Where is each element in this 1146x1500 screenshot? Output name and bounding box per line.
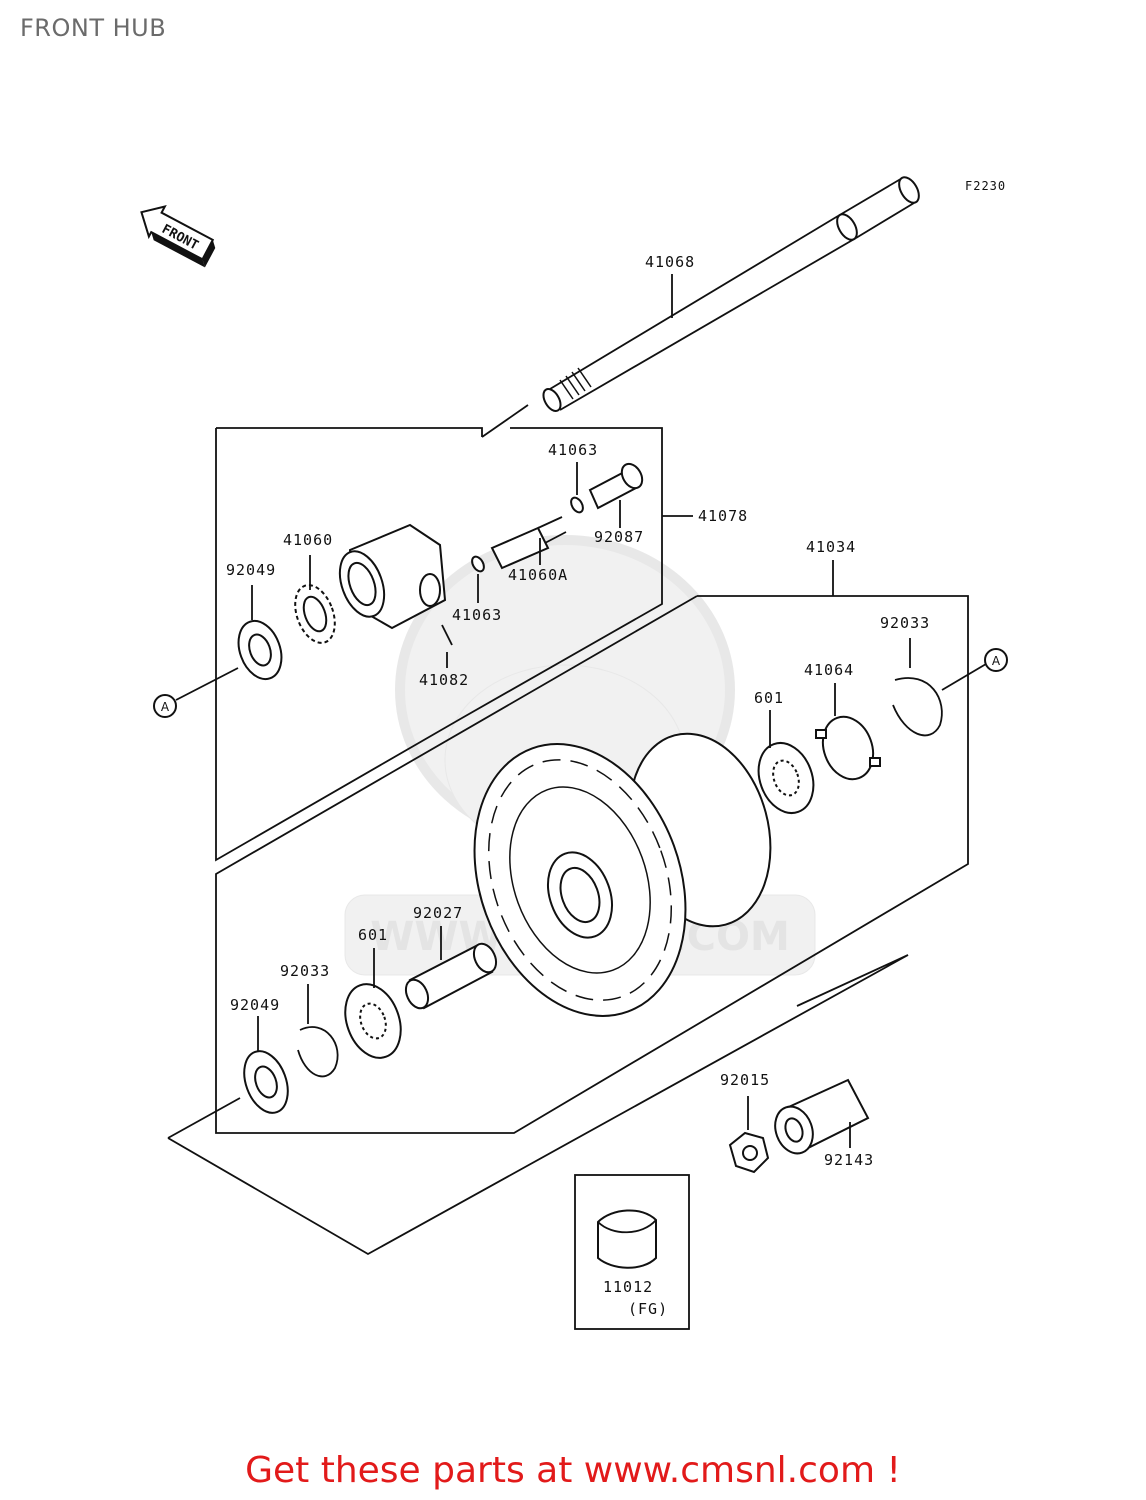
seal-92049-lower xyxy=(243,1050,289,1114)
bearing-601-left xyxy=(344,983,402,1059)
label-41060A: 41060A xyxy=(508,566,568,584)
circlip-92033-right xyxy=(892,677,943,737)
axle-parts-group xyxy=(167,1097,241,1139)
pin-41082 xyxy=(441,624,453,646)
page-title: FRONT HUB xyxy=(20,14,167,42)
retainer-41064 xyxy=(815,715,881,781)
gear-shaft-41060A xyxy=(490,516,567,570)
callout-a-right xyxy=(984,648,1008,672)
label-92033-right: 92033 xyxy=(880,614,930,632)
label-41063-top: 41063 xyxy=(548,441,598,459)
front-arrow-icon: FRONT xyxy=(140,204,216,268)
label-41064: 41064 xyxy=(804,661,854,679)
assembly-41078-box xyxy=(216,427,483,437)
washer-41063-lower xyxy=(471,555,485,573)
callout-a-left xyxy=(153,694,177,718)
wheel-hub-41034 xyxy=(473,732,772,1017)
label-92049-upper: 92049 xyxy=(226,561,276,579)
collar-92143 xyxy=(774,1078,870,1155)
bearing-601-right xyxy=(757,742,815,814)
label-11012: 11012 xyxy=(603,1278,653,1296)
box-11012 xyxy=(574,1174,690,1330)
label-92027: 92027 xyxy=(413,904,463,922)
cap-11012 xyxy=(597,1209,657,1269)
spacer-92027 xyxy=(404,942,498,1010)
label-41034: 41034 xyxy=(806,538,856,556)
callout-a-right-text: A xyxy=(992,654,1001,668)
label-601-right: 601 xyxy=(754,689,784,707)
callout-a-left-text: A xyxy=(161,700,170,714)
nut-92015 xyxy=(728,1131,770,1174)
label-11012-note: (FG) xyxy=(628,1300,668,1318)
seal-92049-upper xyxy=(237,619,283,681)
label-41068: 41068 xyxy=(645,253,695,271)
label-92033-left: 92033 xyxy=(280,962,330,980)
assembly-41034-box xyxy=(215,595,969,1134)
label-92015: 92015 xyxy=(720,1071,770,1089)
label-92143: 92143 xyxy=(824,1151,874,1169)
footer-link[interactable]: Get these parts at www.cmsnl.com ! xyxy=(245,1450,901,1491)
label-41078: 41078 xyxy=(698,507,748,525)
front-hub-diagram: WWW.CMSNL.COM F2230 FRONT 41068 41078 41… xyxy=(140,176,1008,1330)
gear-housing-41060 xyxy=(338,523,447,630)
label-92087: 92087 xyxy=(594,528,644,546)
gear-ring-41060 xyxy=(294,584,336,644)
label-92049-lower: 92049 xyxy=(230,996,280,1014)
washer-41063-top xyxy=(570,496,584,514)
label-41063-lower: 41063 xyxy=(452,606,502,624)
label-41082: 41082 xyxy=(419,671,469,689)
circlip-92033-left xyxy=(297,1026,339,1078)
axle-41068 xyxy=(542,176,920,412)
bolt-92087 xyxy=(588,462,644,510)
diagram-code: F2230 xyxy=(965,179,1006,193)
label-41060: 41060 xyxy=(283,531,333,549)
label-601-left: 601 xyxy=(358,926,388,944)
